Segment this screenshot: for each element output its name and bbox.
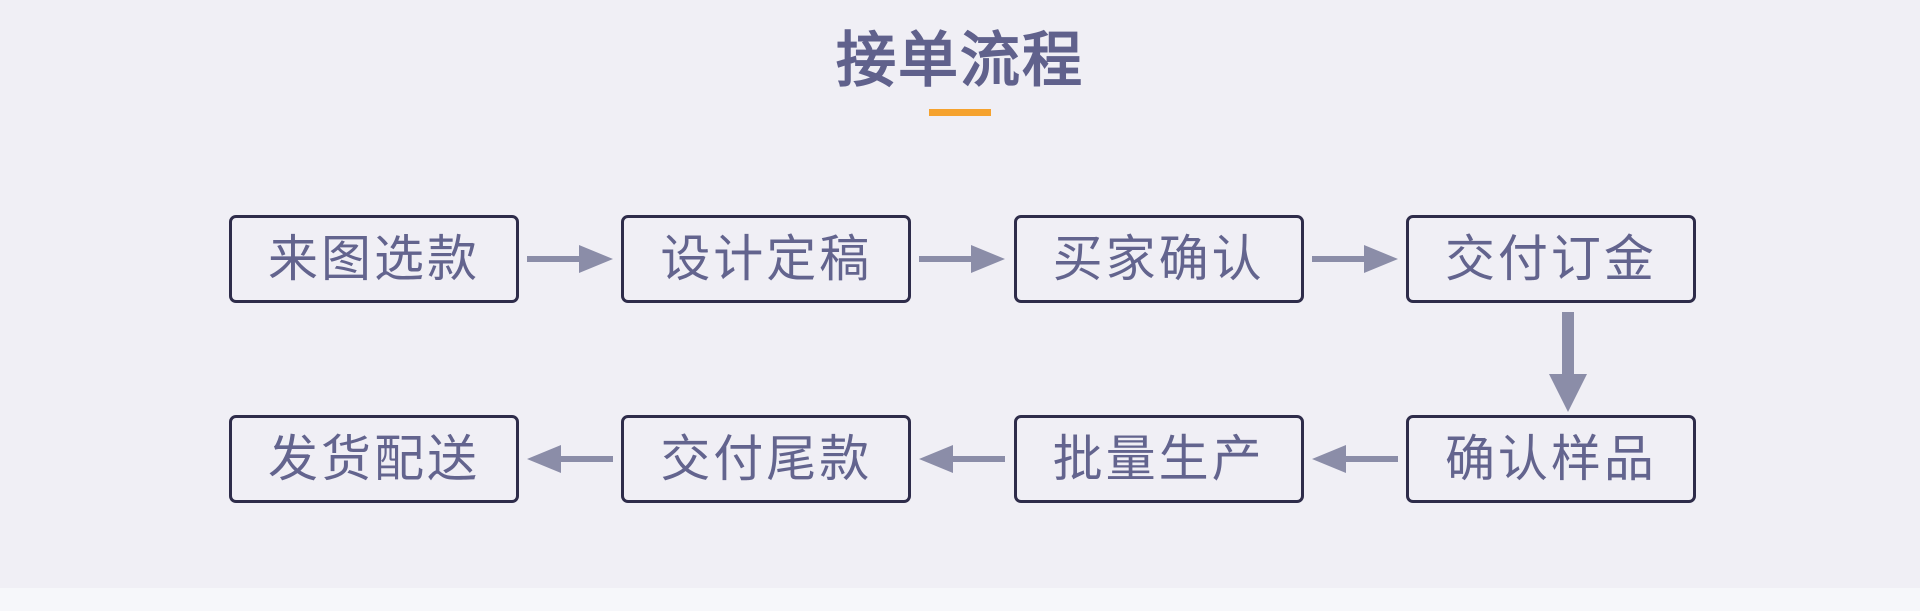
flow-node-label: 设计定稿 [660,231,873,287]
flow-node-label: 确认样品 [1444,431,1657,487]
flow-node-label: 买家确认 [1052,231,1265,287]
slide-bottom-strip [0,588,1920,611]
flow-row-2: 发货配送 交付尾款 批量生产 确认样品 [229,415,1696,503]
arrow-right-icon [1304,239,1406,279]
arrow-left-icon [911,439,1013,479]
flow-node-5[interactable]: 确认样品 [1405,415,1696,503]
flow-node-7[interactable]: 交付尾款 [621,415,912,503]
flow-node-label: 发货配送 [268,431,480,487]
flow-node-1[interactable]: 来图选款 [229,215,519,303]
flow-node-label: 来图选款 [268,231,480,287]
title-accent-rule [929,109,991,117]
flow-node-6[interactable]: 批量生产 [1013,415,1304,503]
flow-node-4[interactable]: 交付订金 [1405,215,1696,303]
arrow-right-icon [519,239,621,279]
slide-canvas: 接单流程 来图选款 设计定稿 买家确认 [0,28,1920,503]
arrow-right-icon [911,239,1013,279]
arrow-left-icon [1304,439,1406,479]
flow-node-3[interactable]: 买家确认 [1013,215,1304,303]
flow-node-label: 交付尾款 [660,431,873,487]
arrow-left-icon [519,439,621,479]
page-title: 接单流程 [836,28,1084,94]
flow-node-2[interactable]: 设计定稿 [621,215,912,303]
arrow-down-icon [1548,312,1588,412]
title-block: 接单流程 [0,28,1920,117]
flow-node-8[interactable]: 发货配送 [229,415,519,503]
flow-node-label: 批量生产 [1052,431,1265,487]
flow-row-1: 来图选款 设计定稿 买家确认 交付订金 [229,215,1696,303]
flow-node-label: 交付订金 [1444,231,1657,287]
